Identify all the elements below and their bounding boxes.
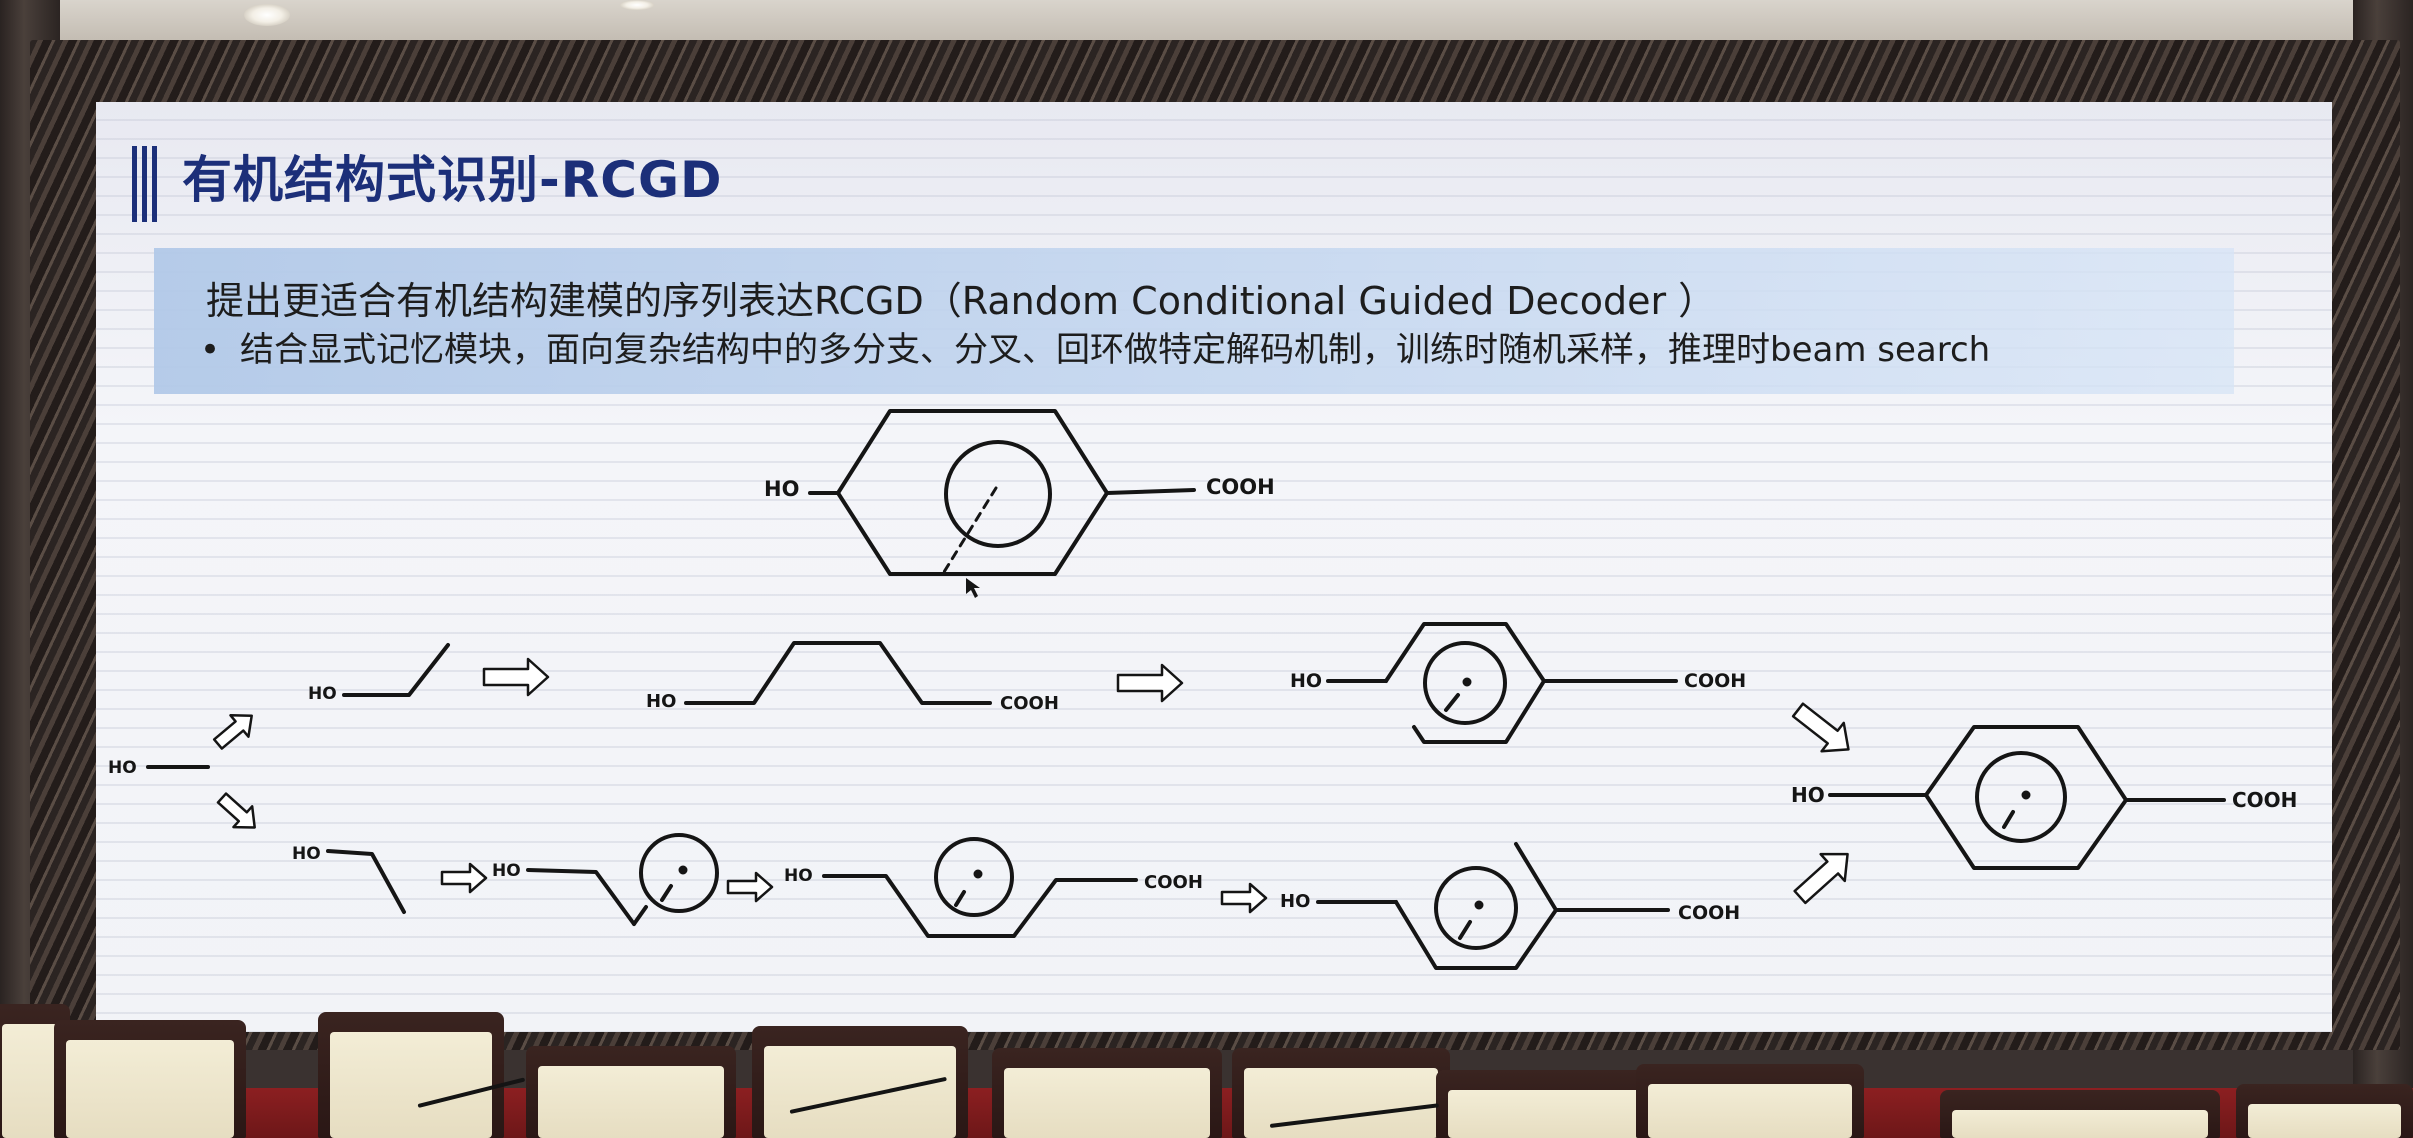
final-ho-label: HO <box>1791 783 1825 807</box>
lower-arrow-3 <box>1220 882 1268 914</box>
branch-arrow-up <box>207 702 263 757</box>
lower-step2-inner-mark <box>660 884 673 902</box>
final-circle <box>1975 751 2067 843</box>
upper-step2-cooh-label: COOH <box>1000 693 1059 714</box>
merge-arrow-lower <box>1785 838 1862 913</box>
lower-arrow-2 <box>726 871 774 903</box>
bullet-text: 结合显式记忆模块，面向复杂结构中的多分支、分叉、回环做特定解码机制，训练时随机采… <box>240 330 1991 370</box>
lower-step4-ho-label: HO <box>1280 891 1310 912</box>
upper-step3-cooh-label: COOH <box>1684 670 1746 692</box>
lower-step3-circle <box>934 837 1014 917</box>
chair <box>526 1046 736 1138</box>
chair <box>2236 1084 2413 1138</box>
ceiling-light <box>244 4 290 26</box>
chair <box>1940 1090 2220 1138</box>
merge-arrow-upper <box>1784 693 1862 766</box>
final-inner-mark <box>2002 810 2015 829</box>
top-ho-label: HO <box>764 477 799 501</box>
lower-step2-center-dot <box>678 865 688 875</box>
top-dashed-path <box>942 486 998 574</box>
top-ring-circle <box>944 440 1052 548</box>
lower-step1-chain <box>326 849 406 914</box>
final-cooh-label: COOH <box>2232 788 2297 812</box>
lower-step4-molecule <box>1316 842 1670 970</box>
lower-step3-cooh-label: COOH <box>1144 872 1203 893</box>
chair <box>992 1048 1222 1138</box>
lower-step4-cooh-label: COOH <box>1678 902 1740 924</box>
ceiling-light <box>620 0 654 10</box>
lower-step2-chain <box>526 868 636 926</box>
lower-step2-circle <box>639 833 719 913</box>
upper-step2-chain <box>684 641 992 705</box>
highlight-band <box>154 248 2234 394</box>
lower-step4-ring <box>1394 842 1558 970</box>
upper-step3-inner-mark <box>1444 693 1460 712</box>
lower-step2-partial-ring <box>632 905 648 926</box>
lower-arrow-1 <box>440 862 488 894</box>
upper-step3-molecule <box>1326 622 1678 744</box>
lower-step3-inner-mark <box>954 890 966 907</box>
lower-step3-chain <box>822 874 1138 938</box>
bullet-marker: • <box>200 330 221 370</box>
upper-step3-ho-label: HO <box>1290 670 1322 692</box>
upper-step1-ho-label: HO <box>308 684 337 704</box>
branch-arrow-down <box>210 785 267 840</box>
lower-step4-inner-mark <box>1458 920 1472 940</box>
final-molecule <box>1828 725 2226 870</box>
chair <box>1436 1070 1666 1138</box>
slide-heading: 提出更适合有机结构建模的序列表达RCGD（Random Conditional … <box>206 279 1717 323</box>
lower-step3-ho-label: HO <box>784 866 813 886</box>
start-ho-label: HO <box>108 758 137 778</box>
upper-step3-circle <box>1423 641 1507 725</box>
final-center-dot <box>2021 790 2031 800</box>
cursor-icon <box>966 578 980 598</box>
projection-screen: 有机结构式识别-RCGD 提出更适合有机结构建模的序列表达RCGD（Random… <box>96 102 2332 1032</box>
decoding-diagram: HO COOH HO HO HO COOH HO COOH HO HO HO C… <box>108 409 2297 970</box>
upper-step3-center-dot <box>1462 677 1472 687</box>
chair <box>54 1020 246 1138</box>
top-ring <box>836 409 1109 576</box>
slide-bullet: • 结合显式记忆模块，面向复杂结构中的多分支、分叉、回环做特定解码机制，训练时随机… <box>200 322 1990 371</box>
chair <box>1636 1064 1864 1138</box>
lower-step2-ho-label: HO <box>492 861 521 881</box>
upper-arrow-1 <box>482 657 550 697</box>
lower-step1-ho-label: HO <box>292 844 321 864</box>
upper-step1-chain <box>342 643 450 697</box>
title-accent-bars <box>132 146 166 222</box>
upper-step2-ho-label: HO <box>646 691 676 712</box>
slide-title: 有机结构式识别-RCGD <box>182 151 723 209</box>
chair <box>1232 1048 1450 1138</box>
lower-step4-circle <box>1434 866 1518 950</box>
top-molecule <box>808 409 1196 598</box>
lower-step4-center-dot <box>1474 900 1484 910</box>
chair <box>318 1012 504 1138</box>
upper-arrow-2 <box>1116 663 1184 703</box>
lower-step3-center-dot <box>973 869 983 879</box>
top-cooh-bond <box>1105 488 1196 495</box>
top-cooh-label: COOH <box>1206 475 1275 499</box>
